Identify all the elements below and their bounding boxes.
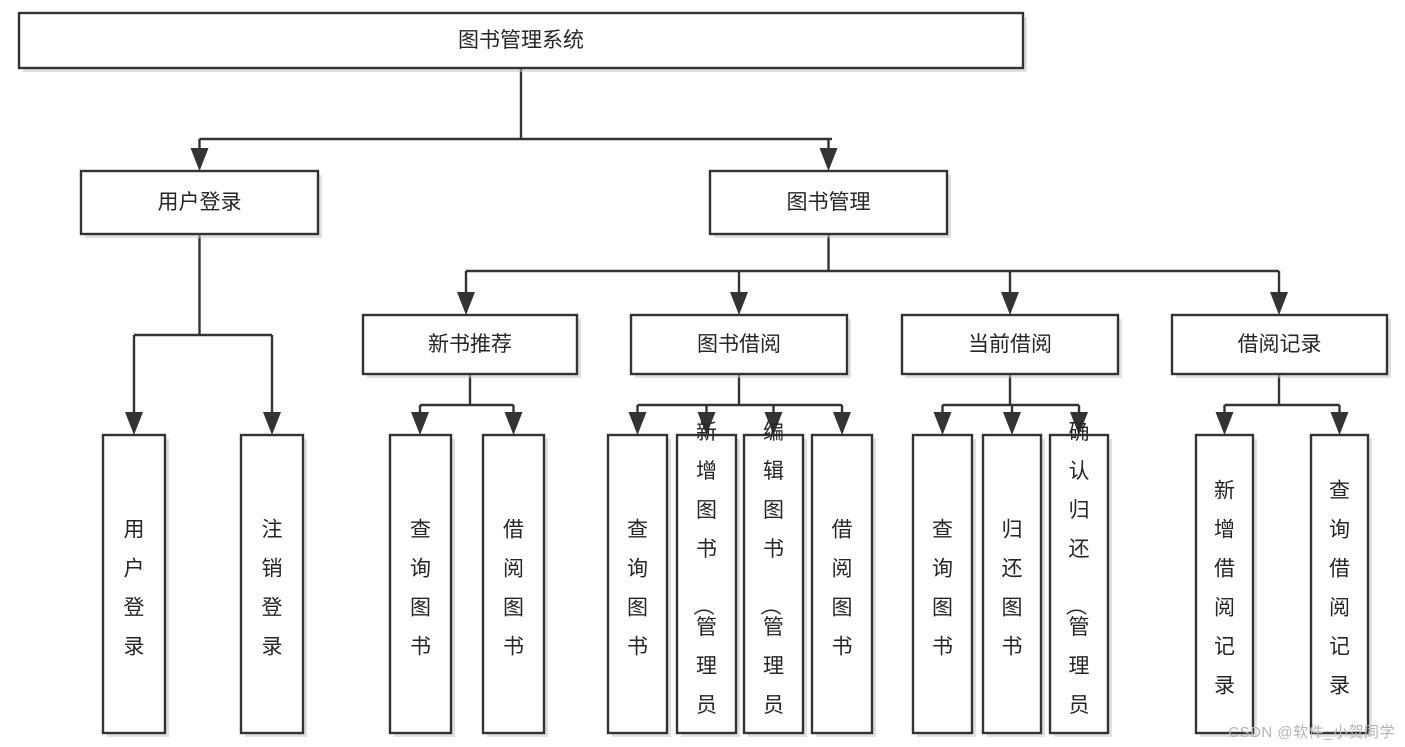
leaf-node-4[interactable]: 查询图书 — [606, 433, 671, 737]
arrowhead-leaf-1 — [125, 412, 143, 435]
leaf-node-11-label: 新增借阅记录 — [1214, 479, 1235, 697]
leaf-node-10[interactable]: 确认归还（管理员） — [1048, 421, 1112, 747]
leaf-node-0-label: 用户登录 — [124, 518, 145, 658]
leaf-node-8[interactable]: 查询图书 — [911, 433, 976, 737]
leaf-node-1[interactable]: 注销登录 — [239, 433, 307, 737]
level3-node-1[interactable]: 图书借阅 — [629, 313, 851, 378]
arrowhead-leaf-13 — [1330, 412, 1349, 435]
arrowhead-leaf-2 — [263, 412, 281, 435]
leaf-node-6-label: 编辑图书（管理员） — [758, 421, 784, 747]
root-node-book-management-system[interactable]: 图书管理系统 — [17, 11, 1027, 72]
arrowhead-book-mgmt — [819, 148, 838, 171]
arrowhead-borrow-record — [1270, 292, 1288, 315]
leaf-node-10-label: 确认归还（管理员） — [1064, 421, 1090, 747]
arrowhead-leaf-5 — [628, 412, 647, 435]
leaf-node-5[interactable]: 新增图书（管理员） — [675, 421, 740, 747]
arrowhead-leaf-12 — [1215, 412, 1234, 435]
leaf-node-3-label: 借阅图书 — [503, 518, 524, 658]
leaf-node-4-label: 查询图书 — [627, 518, 648, 658]
level2-node-0-label: 用户登录 — [158, 191, 242, 214]
leaf-node-0[interactable]: 用户登录 — [101, 433, 169, 737]
arrowhead-leaf-10 — [1003, 412, 1021, 435]
arrowhead-current-borrow — [1001, 292, 1019, 315]
leaf-node-2[interactable]: 查询图书 — [388, 433, 455, 737]
arrowhead-user-login — [190, 148, 209, 171]
leaf-node-2-label: 查询图书 — [410, 518, 431, 658]
csdn-watermark: CSDN @软件_小贺同学 — [1228, 724, 1395, 741]
level3-node-1-label: 图书借阅 — [697, 333, 781, 356]
level3-node-0[interactable]: 新书推荐 — [361, 313, 581, 378]
arrowhead-borrow-book — [730, 292, 748, 315]
level2-node-1-label: 图书管理 — [787, 191, 871, 214]
arrowhead-leaf-3 — [411, 412, 429, 435]
leaf-node-7-label: 借阅图书 — [832, 518, 853, 658]
arrowhead-leaf-8 — [833, 412, 851, 435]
level2-node-0[interactable]: 用户登录 — [79, 169, 322, 238]
leaf-node-9[interactable]: 归还图书 — [981, 433, 1045, 737]
level3-node-3-label: 借阅记录 — [1238, 333, 1322, 356]
leaf-node-8-label: 查询图书 — [932, 518, 953, 658]
arrowhead-leaf-7 — [764, 412, 783, 435]
root-node-book-management-system-label: 图书管理系统 — [458, 29, 584, 52]
arrowhead-leaf-9 — [933, 412, 952, 435]
leaf-node-6[interactable]: 编辑图书（管理员） — [742, 421, 807, 747]
leaf-node-9-label: 归还图书 — [1002, 518, 1023, 658]
arrowhead-leaf-6 — [697, 412, 716, 435]
level3-node-3[interactable]: 借阅记录 — [1170, 313, 1391, 378]
leaf-node-11[interactable]: 新增借阅记录 — [1194, 433, 1257, 737]
level3-node-2[interactable]: 当前借阅 — [900, 313, 1122, 378]
arrowhead-leaf-11 — [1070, 412, 1088, 435]
level3-node-0-label: 新书推荐 — [428, 333, 512, 356]
leaf-node-12[interactable]: 查询借阅记录 — [1309, 433, 1372, 737]
leaf-node-3[interactable]: 借阅图书 — [481, 433, 548, 737]
leaf-node-5-label: 新增图书（管理员） — [691, 421, 717, 747]
leaf-node-1-label: 注销登录 — [262, 518, 283, 658]
node-layer: 图书管理系统用户登录图书管理新书推荐图书借阅当前借阅借阅记录用户登录注销登录查询… — [17, 11, 1391, 747]
arrowhead-leaf-4 — [504, 412, 523, 435]
leaf-node-12-label: 查询借阅记录 — [1329, 479, 1350, 697]
level2-node-1[interactable]: 图书管理 — [708, 169, 951, 238]
leaf-node-7[interactable]: 借阅图书 — [810, 433, 876, 737]
arrowhead-new-book — [457, 292, 475, 315]
level3-node-2-label: 当前借阅 — [968, 333, 1052, 356]
connector-layer — [125, 68, 1349, 435]
